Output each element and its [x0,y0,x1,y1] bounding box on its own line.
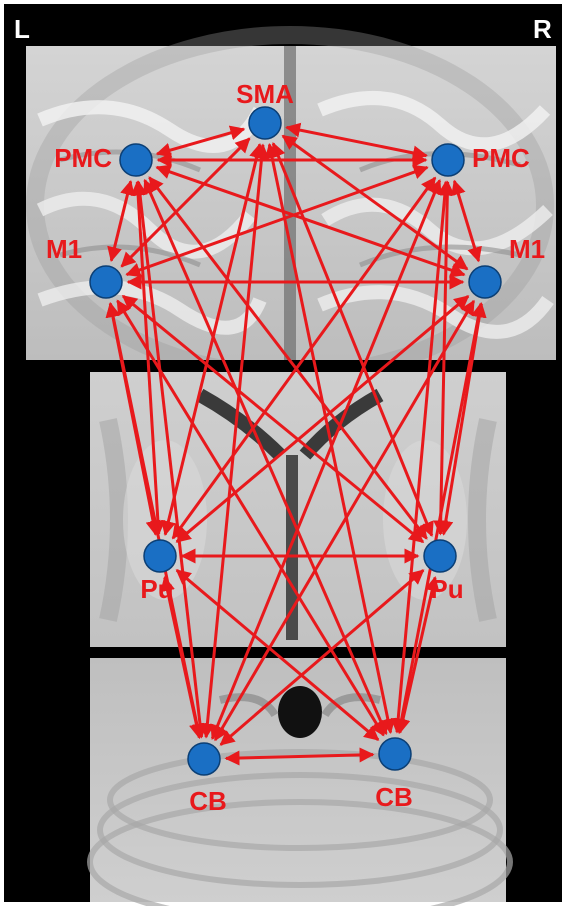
connection-pu_r-cb_r [395,576,440,734]
node-sma [248,106,282,140]
connection-pmc_r-m1_r [451,179,482,263]
node-pu-r [423,539,457,573]
node-label-pu-l: Pu [140,574,173,604]
right-hemisphere-label: R [533,14,552,44]
node-label-cb-r: CB [375,782,413,812]
node-pmc-r [431,143,465,177]
node-pu-l [143,539,177,573]
connections [105,122,487,766]
node-label-cb-l: CB [189,786,227,816]
node-cb-l [187,742,221,776]
node-label-sma: SMA [236,79,294,109]
node-label-pmc-l: PMC [54,143,112,173]
node-label-m1-r: M1 [509,234,545,264]
slice-separator [90,647,506,658]
node-pmc-l [119,143,153,177]
node-label-pu-r: Pu [430,574,463,604]
node-cb-r [378,737,412,771]
node-label-m1-l: M1 [46,234,82,264]
node-m1-l [89,265,123,299]
node-m1-r [468,265,502,299]
node-label-pmc-r: PMC [472,143,530,173]
cerebellum-slice [87,658,513,906]
connection-cb_l-cb_r [224,747,375,766]
left-hemisphere-label: L [14,14,30,44]
connection-pu_r-cb_l [219,569,425,746]
